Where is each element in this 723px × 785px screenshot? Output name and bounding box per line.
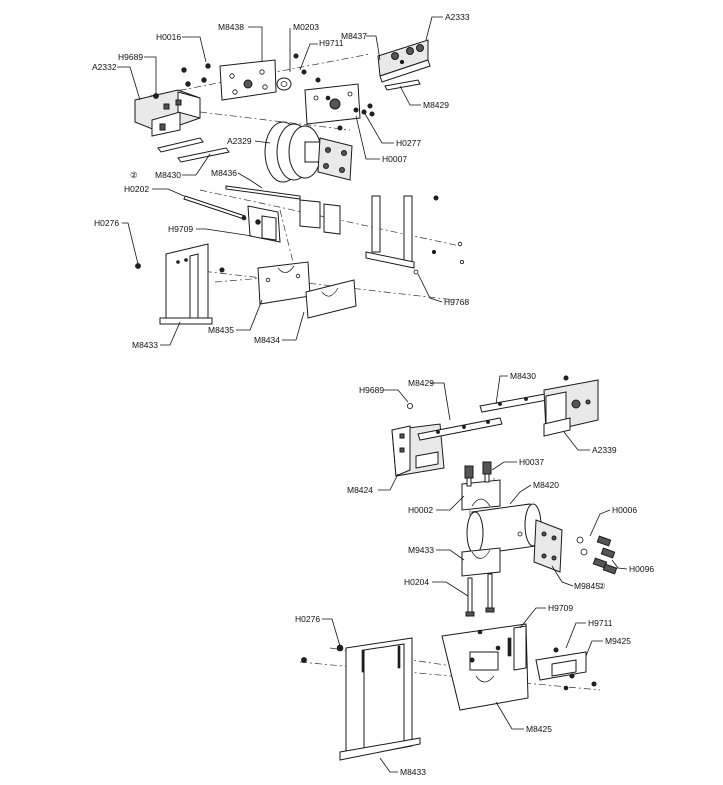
part-m8438	[219, 59, 277, 101]
label-h0202: H0202	[124, 184, 149, 194]
label-m9845: M9845	[574, 581, 600, 591]
top-loose-hardware	[135, 53, 464, 275]
top-assembly: H0016 M8438 M0203 H9711 M8437 A2333 H968…	[92, 12, 470, 350]
bottom-loose-hardware	[301, 375, 597, 691]
bottom-assembly: H9689 M8429 M8430 A2339 M8424 H0037 M842…	[295, 371, 654, 777]
label-h0002: H0002	[408, 505, 433, 515]
label-m0203: M0203	[293, 22, 319, 32]
top-labels: H0016 M8438 M0203 H9711 M8437 A2333 H968…	[92, 12, 470, 350]
label-h0006: H0006	[612, 505, 637, 515]
part-m8429-rail-bottom	[417, 417, 503, 441]
part-m8424	[391, 423, 445, 477]
label-h9768: H9768	[444, 297, 469, 307]
label-h9711-bottom: H9711	[588, 618, 613, 628]
label-m8433-bottom: M8433	[400, 767, 426, 777]
part-a2333	[377, 39, 431, 83]
label-h9689: H9689	[118, 52, 143, 62]
part-m9425	[535, 651, 587, 681]
label-a2333: A2333	[445, 12, 470, 22]
label-top-qty: ②	[130, 170, 138, 180]
part-a2332	[134, 89, 201, 137]
label-a2339: A2339	[592, 445, 617, 455]
label-m8430: M8430	[155, 170, 181, 180]
label-m9433: M9433	[408, 545, 434, 555]
label-a2329: A2329	[227, 136, 252, 146]
part-right-frame	[365, 195, 415, 269]
label-h0007: H0007	[382, 154, 407, 164]
label-h9709-bottom: H9709	[548, 603, 573, 613]
label-a2332: A2332	[92, 62, 117, 72]
part-a2339	[543, 379, 599, 437]
part-m8436-rod	[225, 185, 301, 200]
label-m8430-bottom: M8430	[510, 371, 536, 381]
part-m8425	[441, 623, 529, 711]
part-mid-brackets	[299, 199, 341, 235]
part-m8437	[304, 83, 361, 125]
label-h0037: H0037	[519, 457, 544, 467]
label-h9709: H9709	[168, 224, 193, 234]
part-m8434	[305, 279, 357, 319]
label-h0096: H0096	[629, 564, 654, 574]
part-h9709	[247, 205, 281, 243]
label-m8420: M8420	[533, 480, 559, 490]
part-m9433-clamp	[461, 547, 501, 577]
label-m8435: M8435	[208, 325, 234, 335]
part-m8433-top	[159, 243, 213, 325]
part-a2329	[264, 121, 353, 183]
part-m8429-rail	[384, 79, 421, 91]
label-m8438: M8438	[218, 22, 244, 32]
label-m9425: M9425	[605, 636, 631, 646]
label-m8437: M8437	[341, 31, 367, 41]
top-leader-lines	[117, 16, 443, 346]
label-m8425: M8425	[526, 724, 552, 734]
part-m8430-rails	[157, 137, 230, 163]
label-m8429-bottom: M8429	[408, 378, 434, 388]
label-h0204: H0204	[404, 577, 429, 587]
part-h0204-bolts	[465, 573, 495, 617]
label-h9689-bottom: H9689	[359, 385, 384, 395]
part-h0037-bolts	[464, 461, 492, 487]
part-m8433-bottom	[339, 637, 421, 761]
label-m8434: M8434	[254, 335, 280, 345]
part-h0202-bolt	[183, 195, 246, 220]
label-m8433: M8433	[132, 340, 158, 350]
bottom-leader-lines	[322, 375, 628, 773]
label-h0276-bottom: H0276	[295, 614, 320, 624]
label-h0276: H0276	[94, 218, 119, 228]
part-m8420-motor	[466, 503, 563, 573]
part-m8435	[257, 261, 311, 305]
label-bottom-qty: ②	[598, 581, 606, 591]
label-h0016: H0016	[156, 32, 181, 42]
label-m8429: M8429	[423, 100, 449, 110]
label-m8424: M8424	[347, 485, 373, 495]
m8433-slot-column	[361, 645, 401, 673]
label-h0277: H0277	[396, 138, 421, 148]
part-h0006-h0096-bolts	[576, 535, 618, 575]
part-m0203	[276, 77, 292, 91]
bottom-labels: H9689 M8429 M8430 A2339 M8424 H0037 M842…	[295, 371, 654, 777]
label-h9711: H9711	[319, 38, 344, 48]
label-m8436: M8436	[211, 168, 237, 178]
